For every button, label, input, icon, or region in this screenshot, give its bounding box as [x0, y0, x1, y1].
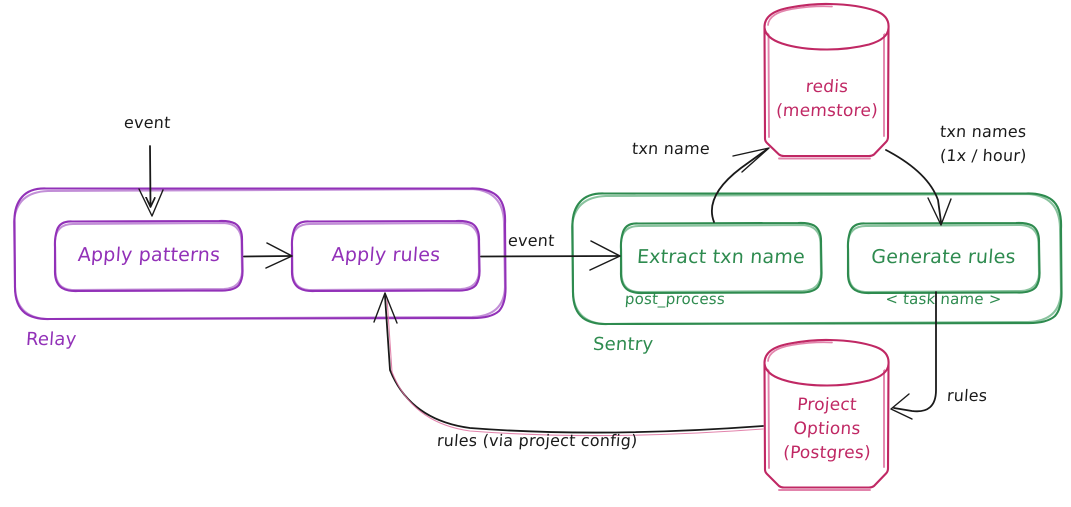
edge-patterns-to-rules [243, 242, 293, 269]
node-apply-rules-shape [290, 219, 481, 293]
node-label-generate-rules[interactable]: Generate rules [870, 246, 1017, 268]
edge-label-generate-to-options: rules [946, 386, 989, 405]
node-sublabel-post-process: post_process [624, 290, 726, 308]
node-label-extract-txn-name[interactable]: Extract txn name [636, 246, 806, 268]
node-apply-patterns-shape [53, 219, 244, 293]
edge-label-extract-to-redis: txn name [631, 139, 711, 158]
datastore-label-redis-line1: redis [805, 77, 849, 97]
datastore-redis-shape [763, 2, 890, 160]
edge-label-redis-to-generate-line1: txn names [939, 122, 1028, 141]
node-label-apply-patterns[interactable]: Apply patterns [77, 244, 221, 266]
node-sublabel-task-name: < task name > [884, 290, 1003, 308]
group-label-relay: Relay [25, 329, 78, 350]
edge-label-rules-to-sentry: event [507, 231, 556, 250]
edge-label-options-to-relay: rules (via project config) [436, 431, 639, 450]
edge-label-event-in: event [123, 113, 172, 132]
datastore-label-project-options-line3: (Postgres) [782, 443, 872, 463]
edge-generate-to-options [890, 291, 937, 420]
edge-options-to-relay [373, 292, 764, 437]
edge-redis-to-generate [885, 149, 952, 226]
edge-label-redis-to-generate-line2: (1x / hour) [939, 146, 1028, 165]
datastore-label-project-options-line1: Project [796, 395, 858, 415]
edge-event-in [138, 145, 164, 217]
node-extract-txn-name-shape [619, 221, 823, 295]
relay-group-container [12, 187, 507, 321]
datastore-label-project-options-line2: Options [792, 419, 862, 439]
datastore-project-options-shape [763, 338, 890, 491]
edge-rules-to-sentry [480, 240, 621, 271]
group-label-sentry: Sentry [592, 334, 654, 355]
datastore-label-redis-line2: (memstore) [775, 101, 879, 121]
edge-extract-to-redis [710, 147, 770, 223]
sentry-group-container [570, 192, 1063, 326]
node-label-apply-rules[interactable]: Apply rules [330, 244, 442, 266]
node-generate-rules-shape [846, 221, 1041, 295]
